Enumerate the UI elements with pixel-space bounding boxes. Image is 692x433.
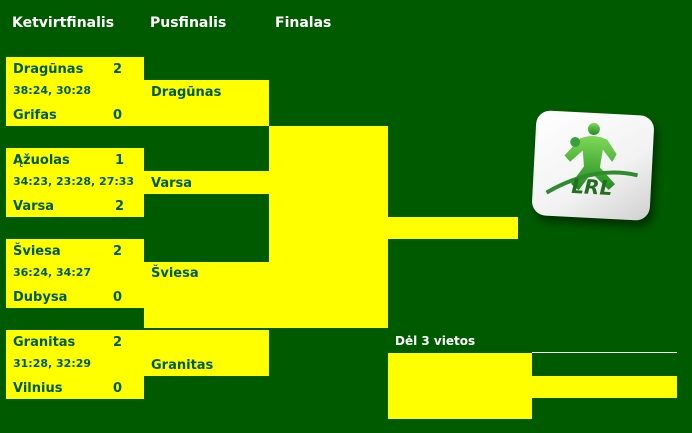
final-slot bbox=[388, 217, 518, 239]
final-connector-bottom bbox=[269, 262, 388, 328]
qf-match-2: Ąžuolas 1 34:23, 23:28, 27:33 Varsa 2 bbox=[6, 148, 144, 217]
handball-player-icon bbox=[545, 122, 639, 195]
sf-team-1: Dragūnas bbox=[151, 85, 222, 100]
qf1-results: 38:24, 30:28 bbox=[13, 84, 92, 97]
qf1-score1: 2 bbox=[113, 62, 123, 77]
qf4-team1: Granitas bbox=[13, 335, 76, 350]
qf1-team1: Dragūnas bbox=[13, 62, 84, 77]
qf-match-4: Granitas 2 31:28, 32:29 Vilnius 0 bbox=[6, 330, 144, 399]
sf-team-3: Šviesa bbox=[151, 266, 199, 281]
qf2-score2: 2 bbox=[115, 199, 125, 214]
sf-team-4: Granitas bbox=[151, 358, 214, 373]
final-connector-top bbox=[269, 126, 388, 262]
qf4-team2: Vilnius bbox=[13, 381, 63, 396]
qf3-results: 36:24, 34:27 bbox=[13, 266, 92, 279]
qf3-score2: 0 bbox=[113, 290, 123, 305]
qf4-score1: 2 bbox=[113, 335, 123, 350]
qf3-team2: Dubysa bbox=[13, 290, 68, 305]
qf-match-3: Šviesa 2 36:24, 34:27 Dubysa 0 bbox=[6, 239, 144, 308]
header-final: Finalas bbox=[275, 15, 332, 31]
header-semifinals: Pusfinalis bbox=[150, 15, 227, 31]
qf1-score2: 0 bbox=[113, 108, 123, 123]
qf-match-1: Dragūnas 2 38:24, 30:28 Grifas 0 bbox=[6, 57, 144, 126]
bronze-label: Dėl 3 vietos bbox=[395, 334, 476, 348]
qf2-results: 34:23, 23:28, 27:33 bbox=[13, 175, 135, 188]
bronze-slot bbox=[532, 376, 677, 398]
qf1-team2: Grifas bbox=[13, 108, 57, 123]
sf-block-2 bbox=[144, 171, 269, 194]
qf4-results: 31:28, 32:29 bbox=[13, 357, 92, 370]
header-quarterfinals: Ketvirtfinalis bbox=[12, 15, 115, 31]
sf-block-4 bbox=[144, 330, 269, 376]
sf-block-3 bbox=[144, 262, 269, 328]
sf-team-2: Varsa bbox=[151, 176, 193, 191]
qf2-score1: 1 bbox=[115, 153, 125, 168]
league-logo: LRL bbox=[531, 109, 655, 222]
qf2-team2: Varsa bbox=[13, 199, 55, 214]
qf3-score1: 2 bbox=[113, 244, 123, 259]
qf2-team1: Ąžuolas bbox=[13, 153, 70, 168]
bronze-divider bbox=[532, 352, 677, 353]
bronze-block bbox=[388, 353, 532, 419]
sf-block-1 bbox=[144, 80, 269, 126]
qf3-team1: Šviesa bbox=[13, 244, 61, 259]
qf4-score2: 0 bbox=[113, 381, 123, 396]
